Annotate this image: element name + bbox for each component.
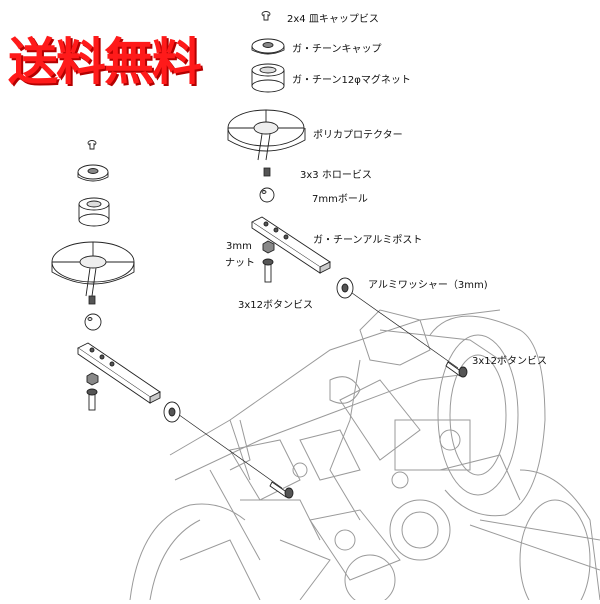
free-shipping-banner: 送料無料 <box>8 32 202 91</box>
part-protector-right <box>227 109 306 161</box>
part-alu-post-left <box>77 342 161 404</box>
part-button-screw-right <box>445 361 468 378</box>
part-washer-left <box>163 401 181 423</box>
part-button-screw-left <box>86 388 98 411</box>
label-washer: アルミワッシャー（3mm) <box>368 280 488 291</box>
part-hollow-screw-right <box>263 167 271 177</box>
part-nut-left <box>86 372 99 386</box>
label-ball: 7mmボール <box>312 194 368 205</box>
label-hollow-screw: 3x3 ホロービス <box>300 170 372 181</box>
car-chassis <box>129 309 600 604</box>
part-button-screw-right-low <box>262 258 274 283</box>
label-nut-size: 3mm <box>226 241 252 252</box>
label-gachin-cap: ガ・チーンキャップ <box>292 44 382 55</box>
part-gachin-cap-right <box>251 38 285 55</box>
part-button-screw-left-mount <box>269 481 294 499</box>
part-ball-left <box>84 313 102 331</box>
part-gachin-cap-left <box>77 164 109 182</box>
part-nut-right <box>262 240 275 254</box>
part-washer-right <box>336 277 354 299</box>
label-protector: ポリカプロテクター <box>313 130 403 141</box>
part-magnet-right <box>251 63 285 93</box>
label-cap-screw: 2x4 皿キャップビス <box>287 14 379 25</box>
part-cap-screw-left <box>87 140 97 150</box>
label-magnet: ガ・チーン12φマグネット <box>292 75 411 86</box>
part-alu-post-right <box>251 216 331 274</box>
part-ball-right <box>259 187 275 203</box>
label-button-screw-right: 3x12ボタンビス <box>472 356 548 367</box>
part-magnet-left <box>78 197 110 227</box>
part-cap-screw-right <box>261 11 271 21</box>
part-protector-left <box>51 241 135 297</box>
label-button-screw-left: 3x12ボタンビス <box>238 300 314 311</box>
part-hollow-screw-left <box>88 295 96 305</box>
assembly-guide-lines <box>174 287 459 489</box>
label-alu-post: ガ・チーンアルミポスト <box>313 235 423 246</box>
label-nut: ナット <box>225 258 255 269</box>
